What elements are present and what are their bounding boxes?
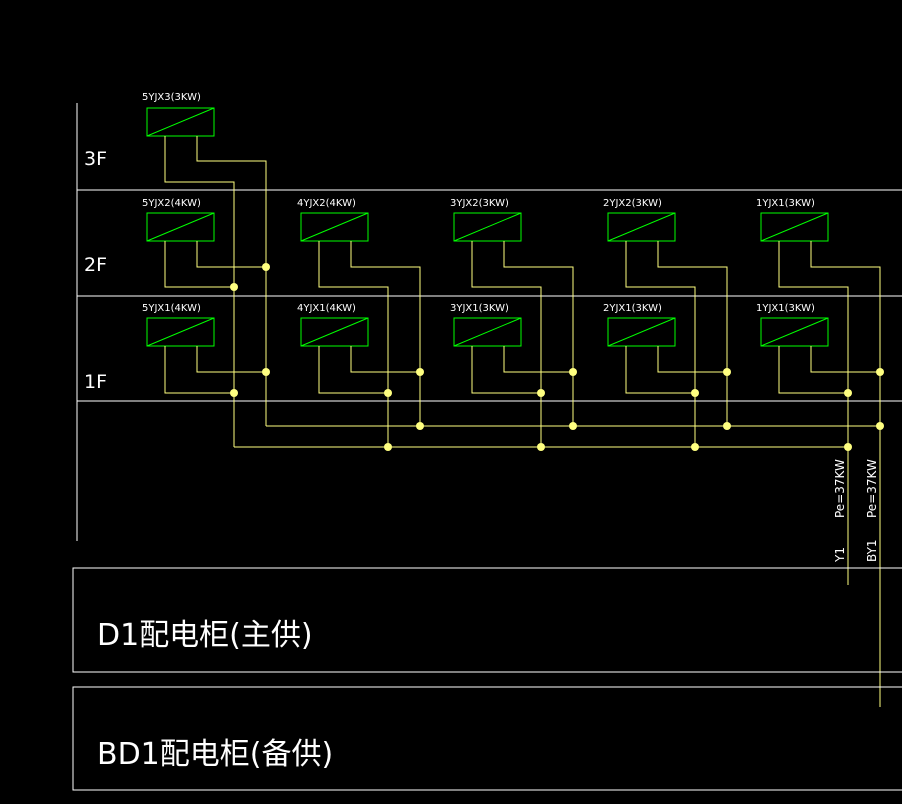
unit-label-2f-3: 3YJX2(3KW) [450,198,509,209]
feeder-y1-power: Pe=37KW [833,459,847,518]
cabinet-d1-label: D1配电柜(主供) [97,618,313,653]
unit-label-2f-1: 5YJX2(4KW) [142,198,201,209]
unit-box-1f-5 [760,317,829,347]
cabinet-bd1-box [72,686,902,791]
cabinet-bd1-label: BD1配电柜(备供) [97,737,333,772]
unit-box-2f-3 [453,212,522,242]
feeder-by1-power: Pe=37KW [865,459,879,518]
cabinet-d1-box [72,567,902,673]
unit-box-2f-4 [607,212,676,242]
floor-label-1f: 1F [84,371,107,393]
unit-label-2f-4: 2YJX2(3KW) [603,198,662,209]
unit-box-2f-1 [146,212,215,242]
unit-box-2f-2 [300,212,369,242]
unit-box-1f-1 [146,317,215,347]
feeder-y1-name: Y1 [833,547,847,563]
unit-label-1f-1: 5YJX1(4KW) [142,303,201,314]
unit-label-1f-2: 4YJX1(4KW) [297,303,356,314]
unit-label-1f-4: 2YJX1(3KW) [603,303,662,314]
unit-box-1f-2 [300,317,369,347]
unit-label-1f-3: 3YJX1(3KW) [450,303,509,314]
unit-box-3f-1 [146,107,215,137]
junction-dots [230,263,884,451]
unit-box-2f-5 [760,212,829,242]
unit-label-1f-5: 1YJX1(3KW) [756,303,815,314]
floor-label-3f: 3F [84,148,107,170]
floor-label-2f: 2F [84,254,107,276]
unit-box-1f-4 [607,317,676,347]
feeder-by1-name: BY1 [865,539,879,562]
floor-frame [76,103,902,541]
unit-label-2f-2: 4YJX2(4KW) [297,198,356,209]
unit-label-3f-1: 5YJX3(3KW) [142,92,201,103]
unit-box-1f-3 [453,317,522,347]
unit-label-2f-5: 1YJX1(3KW) [756,198,815,209]
